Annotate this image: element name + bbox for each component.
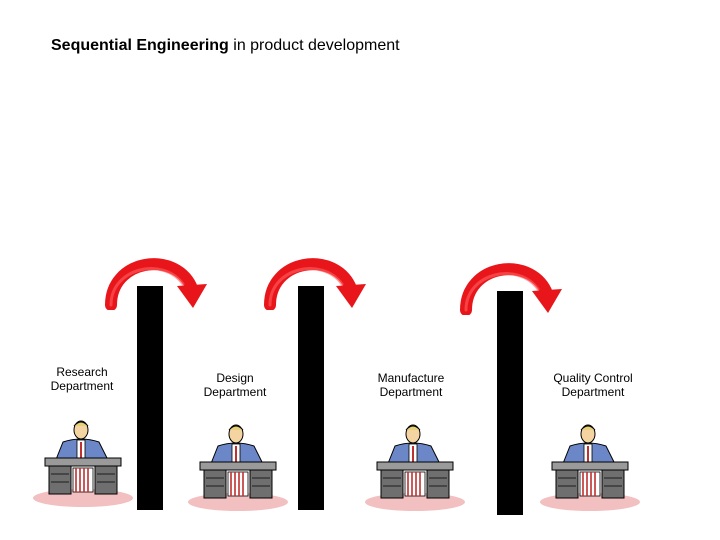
dept-label-quality-control: Quality Control Department [553, 371, 633, 399]
title-bold: Sequential Engineering [51, 37, 229, 54]
worker-research [33, 420, 133, 508]
worker-design [188, 424, 288, 512]
worker-manufacture [365, 424, 465, 512]
wall-2 [298, 286, 324, 510]
title-rest: in product development [228, 37, 400, 54]
dept-label-manufacture: Manufacture Department [377, 371, 445, 399]
dept-label-design: Design Department [203, 371, 267, 399]
dept-label-research: Research Department [50, 365, 114, 393]
handoff-arrow-2 [262, 250, 372, 310]
handoff-arrow-1 [103, 250, 213, 310]
page-title: Sequential Engineering in product develo… [51, 37, 400, 55]
worker-quality-control [540, 424, 640, 512]
handoff-arrow-3 [458, 255, 568, 315]
wall-3 [497, 291, 523, 515]
wall-1 [137, 286, 163, 510]
